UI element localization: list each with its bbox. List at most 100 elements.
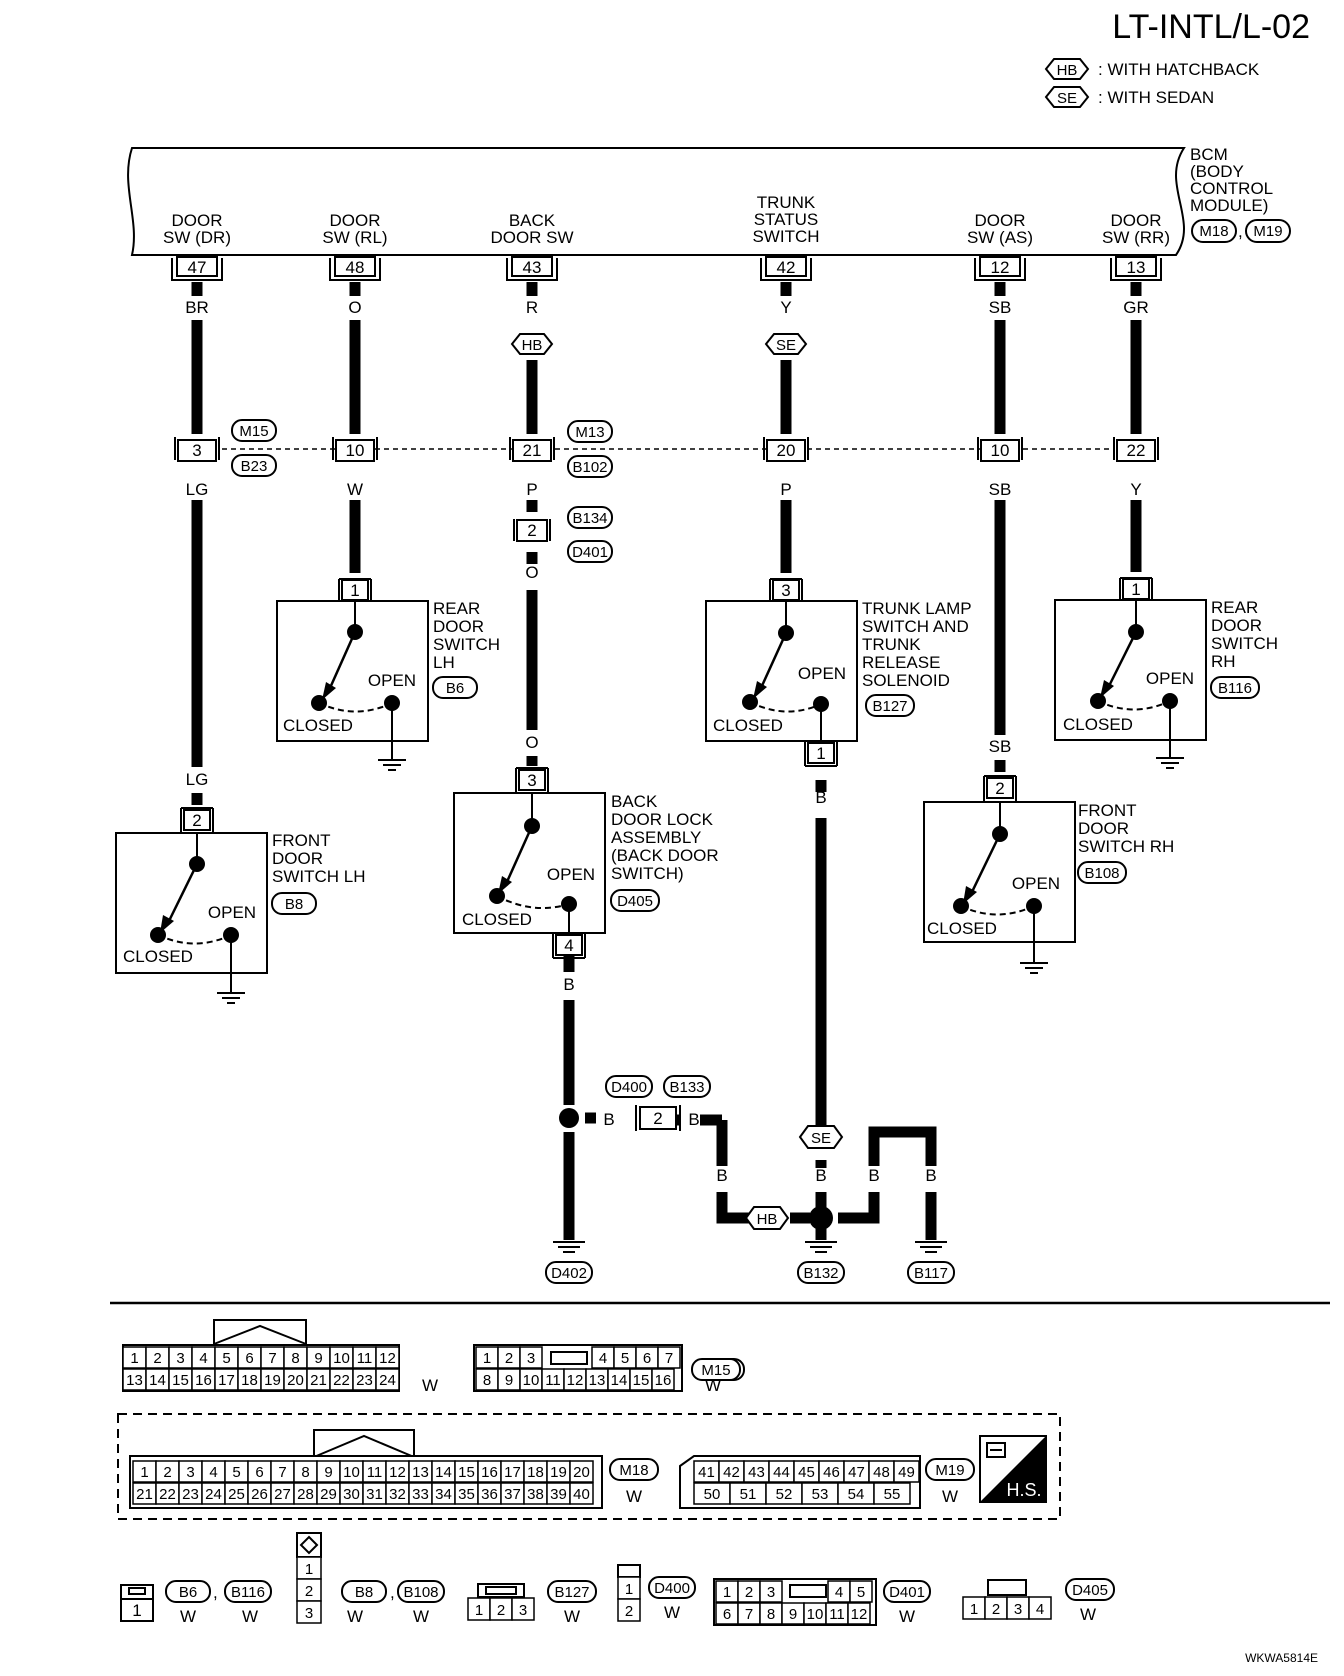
- svg-text:9: 9: [789, 1606, 797, 1623]
- svg-text:10: 10: [807, 1606, 824, 1623]
- svg-text:14: 14: [611, 1372, 628, 1389]
- connector-view-b8: B8 , B108 W W 123: [296, 1532, 445, 1626]
- m13-pin-3: 3: [168, 1346, 193, 1369]
- svg-text:31: 31: [366, 1486, 383, 1503]
- svg-text:46: 46: [823, 1464, 840, 1481]
- connector-view-b6: 1 B6 , B116 W W: [120, 1580, 272, 1626]
- front-rh-open: OPEN: [1012, 874, 1060, 893]
- m18-pin-14: 14: [431, 1460, 456, 1483]
- m13-pin-7: 7: [260, 1346, 285, 1369]
- b127-pin-1: 1: [467, 1597, 491, 1621]
- svg-text:21: 21: [136, 1486, 153, 1503]
- svg-text:3: 3: [186, 1464, 194, 1481]
- conn-b102: B102: [572, 459, 607, 476]
- page-title: LT-INTL/L-02: [1112, 8, 1310, 46]
- svg-text:7: 7: [745, 1606, 753, 1623]
- wire-color-b-back: B: [563, 975, 574, 994]
- svg-text:11: 11: [545, 1372, 561, 1389]
- m13-pin-2: 2: [145, 1346, 170, 1369]
- bcm-connector-frame: [117, 1413, 1061, 1520]
- svg-text:3: 3: [176, 1350, 184, 1367]
- m19-pin-51: 51: [729, 1482, 767, 1505]
- back-lock-label-1: BACK: [611, 792, 658, 811]
- wire-color-y-2: Y: [1130, 480, 1141, 499]
- term-trunk-label-1: TRUNK: [757, 193, 816, 212]
- m13-pin-19: 19: [260, 1368, 285, 1391]
- m13-pin-17: 17: [214, 1368, 239, 1391]
- view-b108-id: B108: [403, 1584, 438, 1601]
- m18-pin-6: 6: [247, 1460, 272, 1483]
- view-d401-color: W: [899, 1607, 915, 1626]
- svg-text:30: 30: [343, 1486, 360, 1503]
- svg-text:41: 41: [698, 1464, 715, 1481]
- svg-text:1: 1: [970, 1601, 978, 1618]
- conn-m15: M15: [239, 423, 268, 440]
- m19-pin-41: 41: [693, 1460, 720, 1483]
- bcm-pin-48: 48: [329, 256, 381, 281]
- conn-d405: D405: [617, 893, 653, 910]
- svg-text:8: 8: [767, 1606, 775, 1623]
- term-as-label-2: SW (AS): [967, 228, 1033, 247]
- m18-pin-37: 37: [500, 1482, 525, 1505]
- view-b6-sep: ,: [213, 1583, 218, 1602]
- wire-color-o-2: O: [525, 563, 538, 582]
- rear-rh-label-3: SWITCH: [1211, 634, 1278, 653]
- svg-text:25: 25: [228, 1486, 245, 1503]
- svg-text:6: 6: [245, 1350, 253, 1367]
- m15-pin-7: 7: [657, 1346, 681, 1369]
- rear-lh-closed: CLOSED: [283, 716, 353, 735]
- svg-text:6: 6: [255, 1464, 263, 1481]
- front-rh-closed: CLOSED: [927, 919, 997, 938]
- svg-text:47: 47: [188, 258, 207, 277]
- svg-text:11: 11: [367, 1464, 383, 1481]
- svg-text:5: 5: [222, 1350, 230, 1367]
- wire-color-gr: GR: [1123, 298, 1149, 317]
- m18-pin-4: 4: [201, 1460, 226, 1483]
- svg-text:10: 10: [991, 441, 1010, 460]
- m15-pin-4: 4: [591, 1346, 615, 1369]
- svg-text:48: 48: [346, 258, 365, 277]
- m19-pin-53: 53: [801, 1482, 839, 1505]
- wire-color-p-1: P: [526, 480, 537, 499]
- front-lh-label-1: FRONT: [272, 831, 331, 850]
- svg-text:32: 32: [389, 1486, 406, 1503]
- d405-pin-1: 1: [962, 1596, 986, 1620]
- back-lock-label-5: SWITCH): [611, 864, 684, 883]
- m13-pin-8: 8: [283, 1346, 308, 1369]
- back-lock-open: OPEN: [547, 865, 595, 884]
- svg-text:4: 4: [209, 1464, 217, 1481]
- svg-text:20: 20: [573, 1464, 590, 1481]
- joint-pin-3: 3: [174, 437, 220, 462]
- hs-label: H.S.: [1006, 1480, 1041, 1500]
- wire-color-o: O: [348, 298, 361, 317]
- m18-pin-7: 7: [270, 1460, 295, 1483]
- m18-pin-10: 10: [339, 1460, 364, 1483]
- m18-pin-26: 26: [247, 1482, 272, 1505]
- back-door-lock-assembly: 3 4 OPEN CLOSED BACK DOOR LOCK ASSEMBLY …: [453, 767, 719, 959]
- svg-text:16: 16: [481, 1464, 498, 1481]
- m18-pin-22: 22: [155, 1482, 180, 1505]
- svg-text:4: 4: [199, 1350, 207, 1367]
- rear-rh-label-2: DOOR: [1211, 616, 1262, 635]
- svg-text:2: 2: [505, 1350, 513, 1367]
- m18-pin-11: 11: [362, 1460, 387, 1483]
- hs-symbol: H.S.: [979, 1435, 1047, 1503]
- svg-text:4: 4: [599, 1350, 607, 1367]
- m18-pin-20: 20: [569, 1460, 594, 1483]
- ground-d402: D402: [551, 1265, 587, 1282]
- m18-pin-35: 35: [454, 1482, 479, 1505]
- view-m18-id: M18: [619, 1462, 648, 1479]
- svg-text:37: 37: [504, 1486, 521, 1503]
- svg-text:6: 6: [643, 1350, 651, 1367]
- term-as-label-1: DOOR: [975, 211, 1026, 230]
- svg-text:16: 16: [195, 1372, 212, 1389]
- svg-text:2: 2: [745, 1584, 753, 1601]
- term-trunk-label-3: SWITCH: [752, 227, 819, 246]
- svg-text:15: 15: [458, 1464, 475, 1481]
- svg-text:11: 11: [357, 1350, 373, 1367]
- svg-text:1: 1: [816, 744, 825, 763]
- joint-pin-20: 20: [763, 437, 809, 462]
- m18-pin-8: 8: [293, 1460, 318, 1483]
- svg-text:22: 22: [1127, 441, 1146, 460]
- trunk-label-2: SWITCH AND: [862, 617, 969, 636]
